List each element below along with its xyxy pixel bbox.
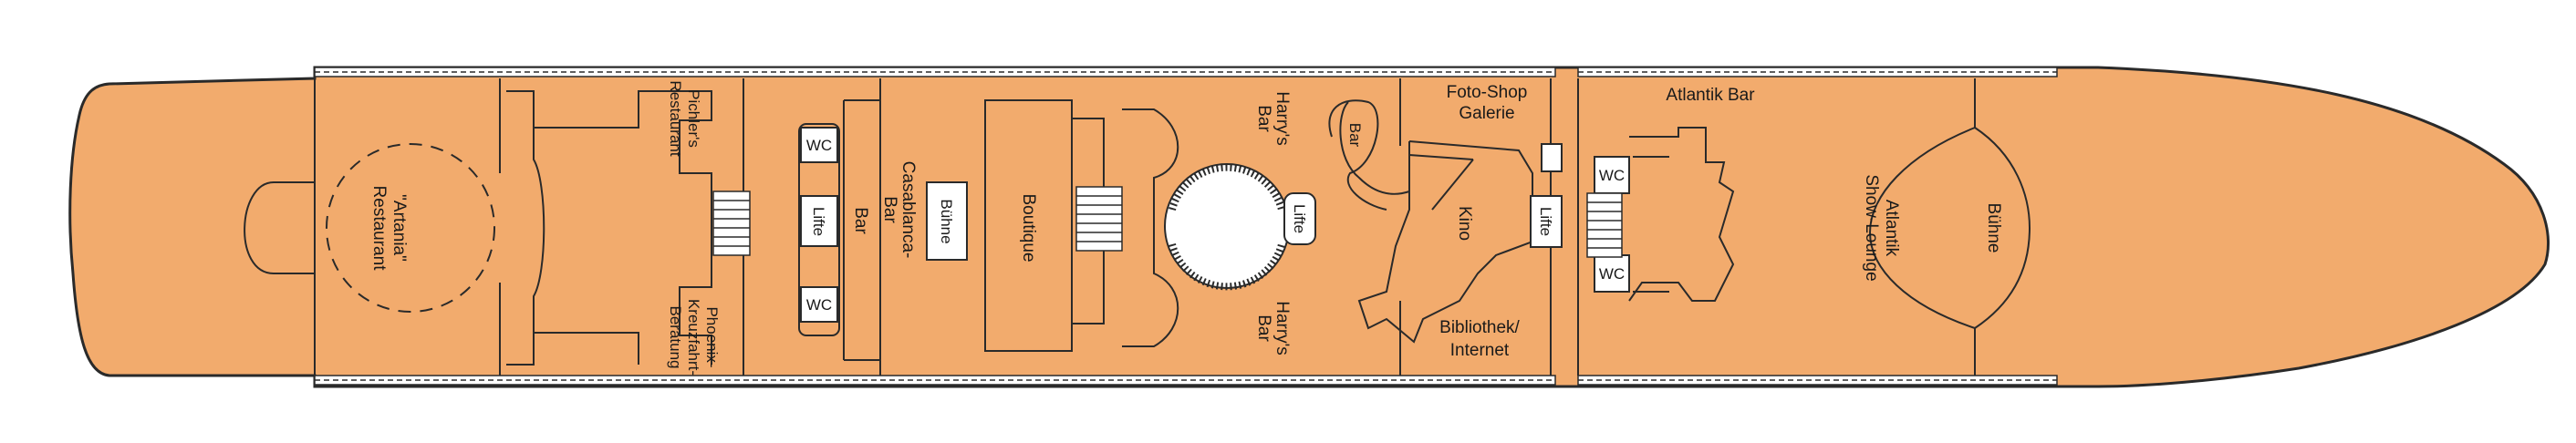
label-foto-shop-1: Foto-Shop: [1447, 83, 1528, 102]
pichlers-area: [506, 78, 751, 376]
label-harrys-bar-bottom-1: Harry's: [1272, 301, 1292, 355]
label-restaurant-artania-2: "Artania": [390, 194, 409, 262]
label-harrys-bar-top-2: Bar: [1254, 105, 1273, 132]
bar-wc-block: [798, 99, 880, 361]
label-casablanca-1: Casablanca-: [898, 161, 918, 259]
label-wc-1: WC: [806, 137, 832, 154]
label-buehne-large: Bühne: [1984, 203, 2003, 253]
label-boutique: Boutique: [1019, 193, 1038, 262]
label-wc-3: WC: [1599, 167, 1625, 184]
label-phoenix-3: Beratung: [667, 306, 684, 369]
label-kino: Kino: [1455, 206, 1474, 241]
kino-area: [1328, 78, 1563, 376]
walkway-bottom: [314, 375, 2058, 386]
label-casablanca-2: Bar: [880, 196, 899, 223]
harrys-bar-round: [1164, 163, 1316, 291]
walkway-top: [314, 67, 2058, 77]
label-lifte-1: Lifte: [810, 207, 827, 236]
label-bar-round: Bar: [1346, 123, 1364, 148]
label-phoenix-2: Kreuzfahrt-: [685, 299, 702, 376]
label-harrys-bar-bottom-2: Bar: [1254, 314, 1273, 342]
label-foto-shop-2: Galerie: [1459, 104, 1514, 123]
label-harrys-bar-top-1: Harry's: [1272, 91, 1292, 146]
boutique-area: [879, 78, 1179, 376]
label-lifte-3: Lifte: [1537, 207, 1554, 236]
label-atlantik-lounge-1: Atlantik: [1882, 200, 1901, 257]
atlantik-show-lounge: [1868, 78, 2031, 376]
label-wc-4: WC: [1599, 265, 1625, 283]
label-lifte-2: Lifte: [1291, 204, 1308, 233]
restaurant-artania-area: [244, 78, 501, 376]
label-buehne-small: Bühne: [938, 199, 955, 243]
label-restaurant-artania-1: Restaurant: [369, 186, 389, 272]
label-wc-2: WC: [806, 296, 832, 314]
label-bibliothek-2: Internet: [1450, 341, 1510, 360]
label-bibliothek-1: Bibliothek/: [1439, 318, 1520, 337]
atlantik-bar-area: [1577, 78, 1735, 376]
label-atlantik-bar: Atlantik Bar: [1666, 86, 1755, 105]
label-pichlers-1: Pichler's: [685, 89, 702, 148]
label-atlantik-lounge-2: Show-Lounge: [1862, 174, 1881, 281]
label-phoenix-1: Phoenix-: [703, 306, 721, 367]
label-bar-1: Bar: [851, 207, 870, 234]
label-pichlers-2: Restaurant: [667, 80, 684, 156]
